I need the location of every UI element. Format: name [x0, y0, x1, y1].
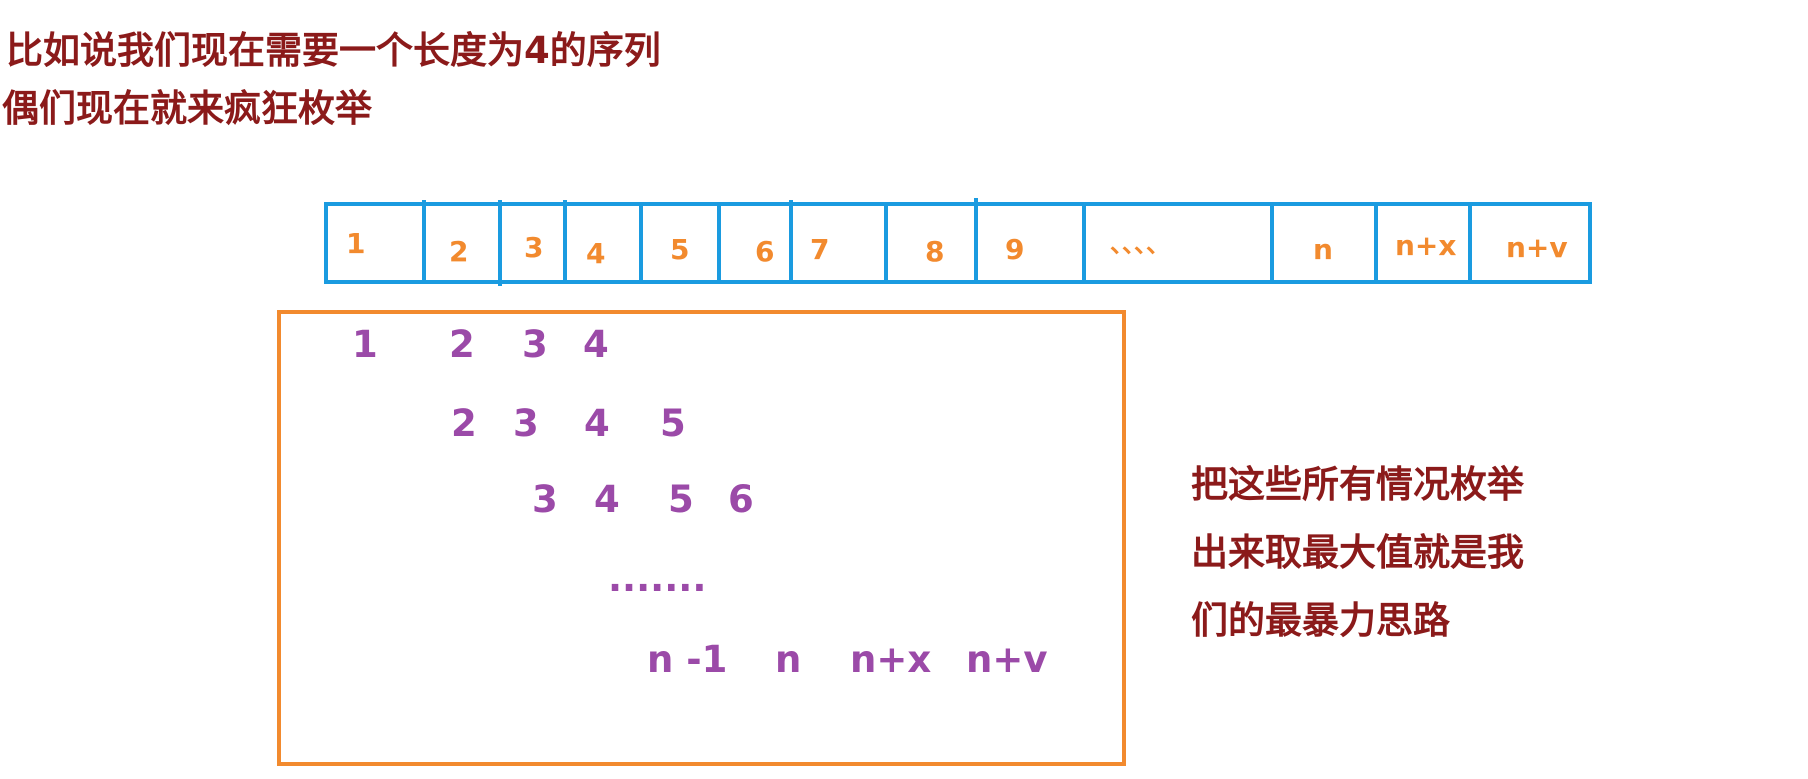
header-line-2: 偶们现在就来疯狂枚举	[2, 87, 372, 130]
window-3-item-3: 5	[668, 478, 694, 521]
window-1-item-3: 3	[522, 323, 548, 366]
window-last-item-2: n	[775, 638, 802, 681]
window-2-item-2: 3	[513, 402, 539, 445]
array-cell-5: 5	[670, 233, 690, 266]
array-cell-7: 7	[810, 233, 830, 266]
array-cell-8: 8	[925, 235, 945, 268]
window-3-item-2: 4	[594, 478, 620, 521]
window-1-item-4: 4	[583, 323, 609, 366]
window-2-item-4: 5	[660, 402, 686, 445]
array-cell-4: 4	[586, 237, 606, 270]
window-last-item-4: n+v	[966, 638, 1048, 681]
array-cell-2: 2	[449, 235, 469, 268]
window-last-item-3: n+x	[850, 638, 932, 681]
array-cell-ellipsis: 、、、、	[1110, 230, 1170, 258]
note-line-3: 们的最暴力思路	[1191, 599, 1450, 642]
array-cell-1: 1	[346, 227, 366, 260]
array-cell-n-plus-v: n+v	[1506, 231, 1568, 264]
note-line-1: 把这些所有情况枚举	[1191, 463, 1524, 506]
array-cell-9: 9	[1005, 233, 1025, 266]
array-cell-n-plus-x: n+x	[1395, 229, 1457, 262]
window-1-item-2: 2	[449, 323, 475, 366]
array-cell-6: 6	[755, 235, 775, 268]
window-2-item-1: 2	[451, 402, 477, 445]
header-line-1: 比如说我们现在需要一个长度为4的序列	[6, 29, 661, 72]
array-cell-3: 3	[524, 231, 544, 264]
array-outer-border	[324, 202, 1592, 284]
window-last-item-1: n -1	[647, 638, 728, 681]
window-3-item-1: 3	[532, 478, 558, 521]
window-3-item-4: 6	[728, 478, 754, 521]
note-line-2: 出来取最大值就是我	[1191, 531, 1524, 574]
window-box-border	[277, 310, 1126, 766]
window-1-item-1: 1	[352, 323, 378, 366]
window-2-item-3: 4	[584, 402, 610, 445]
array-cell-n: n	[1313, 233, 1333, 266]
window-ellipsis: .......	[608, 557, 707, 600]
